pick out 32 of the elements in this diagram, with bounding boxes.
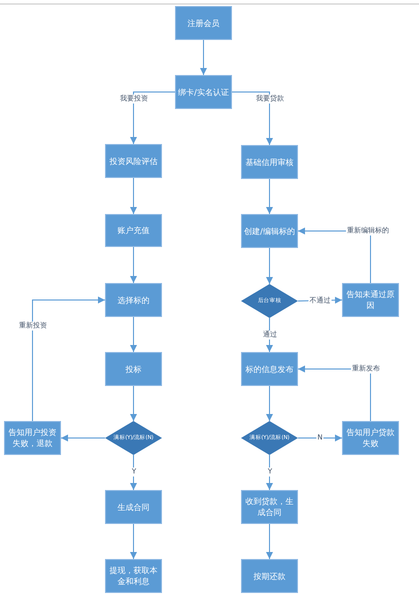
arrow xyxy=(130,524,137,560)
arrow xyxy=(200,40,207,76)
process-box: 告知用户贷款失败 xyxy=(342,421,399,455)
process-box: 按期还款 xyxy=(241,559,298,593)
process-box: 账户充值 xyxy=(105,214,162,247)
arrow xyxy=(266,248,273,284)
arrow xyxy=(130,178,137,214)
arrow xyxy=(298,434,342,442)
arrow xyxy=(130,386,137,422)
process-box: 绑卡/实名认证 xyxy=(175,75,232,109)
process-box: 基础信用审核 xyxy=(241,145,298,179)
process-box: 选择标的 xyxy=(105,283,162,317)
process-box: 提现，获取本金和利息 xyxy=(105,559,162,593)
process-box: 投资风险评估 xyxy=(105,144,162,178)
arrow xyxy=(266,386,273,422)
process-box: 标的信息发布 xyxy=(241,352,298,386)
arrow xyxy=(130,316,137,352)
arrow xyxy=(266,318,273,352)
process-box: 创建/编辑标的 xyxy=(241,214,298,248)
arrow xyxy=(60,434,106,442)
arrow xyxy=(32,296,106,422)
arrow xyxy=(130,92,176,144)
arrow xyxy=(266,524,273,560)
process-box: 告知用户投资失败，退款 xyxy=(4,421,61,455)
process-box: 投标 xyxy=(105,352,162,386)
process-box: 注册会员 xyxy=(175,6,232,40)
arrow xyxy=(130,246,137,284)
arrow xyxy=(266,178,273,214)
process-box: 告知未通过原因 xyxy=(342,283,399,317)
process-box: 生成合同 xyxy=(105,490,162,524)
arrow xyxy=(232,92,273,146)
process-box: 收到贷款，生成合同 xyxy=(241,490,298,524)
